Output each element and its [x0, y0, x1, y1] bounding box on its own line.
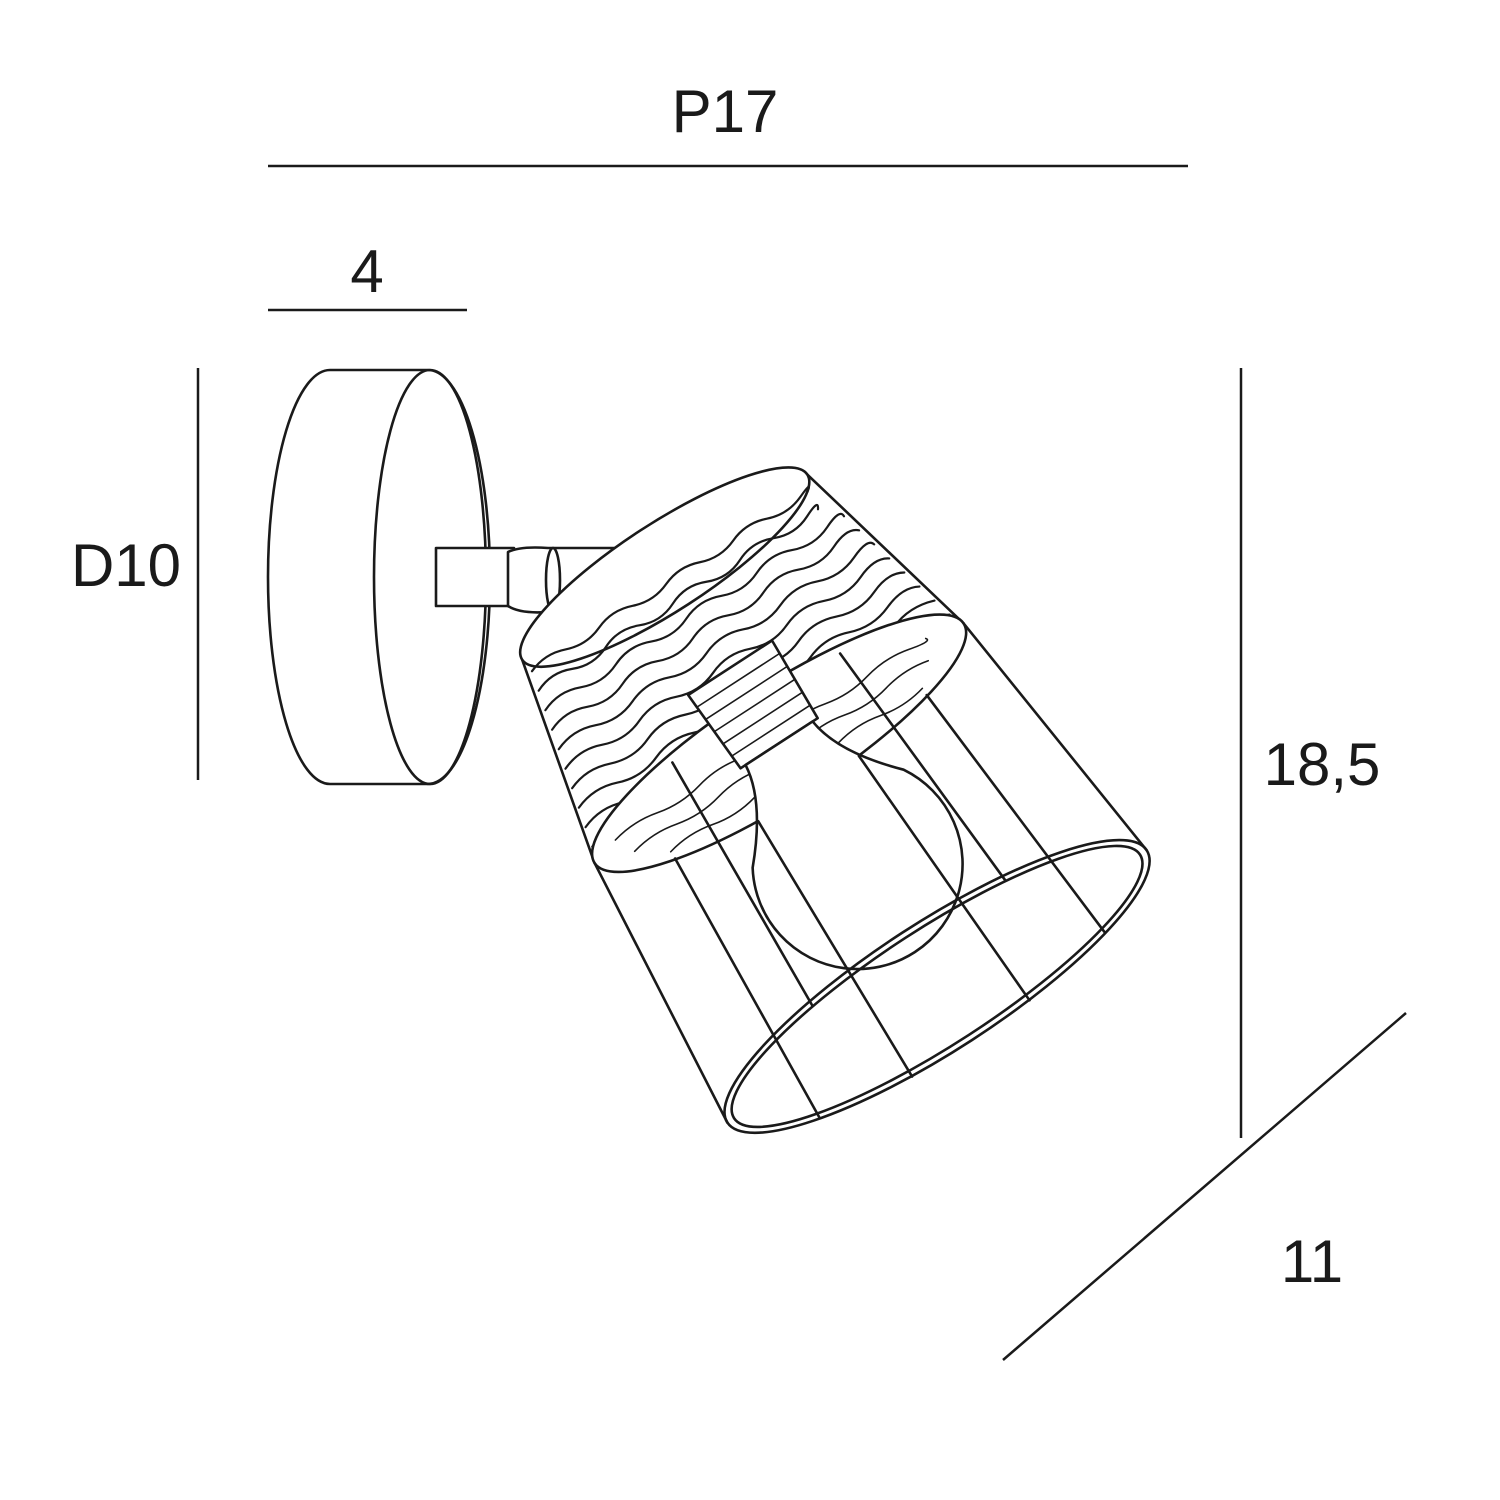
cage-rod [673, 857, 821, 1119]
light-bulb [744, 720, 964, 971]
cage-rod [756, 819, 914, 1078]
cage-rod [857, 754, 1031, 1002]
cage-rod [593, 861, 729, 1124]
socket-threads [696, 652, 812, 758]
wall-plate [266, 368, 492, 786]
projection-label: P17 [672, 78, 779, 145]
width-label: 11 [1281, 1228, 1343, 1295]
dimension-base-diameter: D10 [71, 368, 200, 780]
base-depth-label: 4 [350, 238, 383, 305]
lamp-head [518, 466, 1151, 1135]
cage-rod-back [838, 652, 1007, 882]
cage-rod-back [671, 761, 814, 1007]
width-dimension-line [1002, 1012, 1407, 1361]
height-label: 18,5 [1264, 731, 1381, 798]
arm-stub [434, 546, 516, 608]
base-diameter-label: D10 [71, 532, 181, 599]
wire-cage [593, 622, 1151, 1135]
dimension-width: 11 [1002, 1012, 1407, 1361]
cage-bottom-ring [723, 838, 1151, 1135]
dimension-height: 18,5 [1239, 368, 1381, 1138]
dimension-projection: P17 [268, 78, 1188, 168]
dimension-base-depth: 4 [268, 238, 467, 312]
cage-rod [962, 622, 1149, 852]
woven-band-top-rim [518, 466, 811, 669]
cage-rod [925, 693, 1106, 933]
cage-bottom-ring-inner [730, 844, 1144, 1129]
